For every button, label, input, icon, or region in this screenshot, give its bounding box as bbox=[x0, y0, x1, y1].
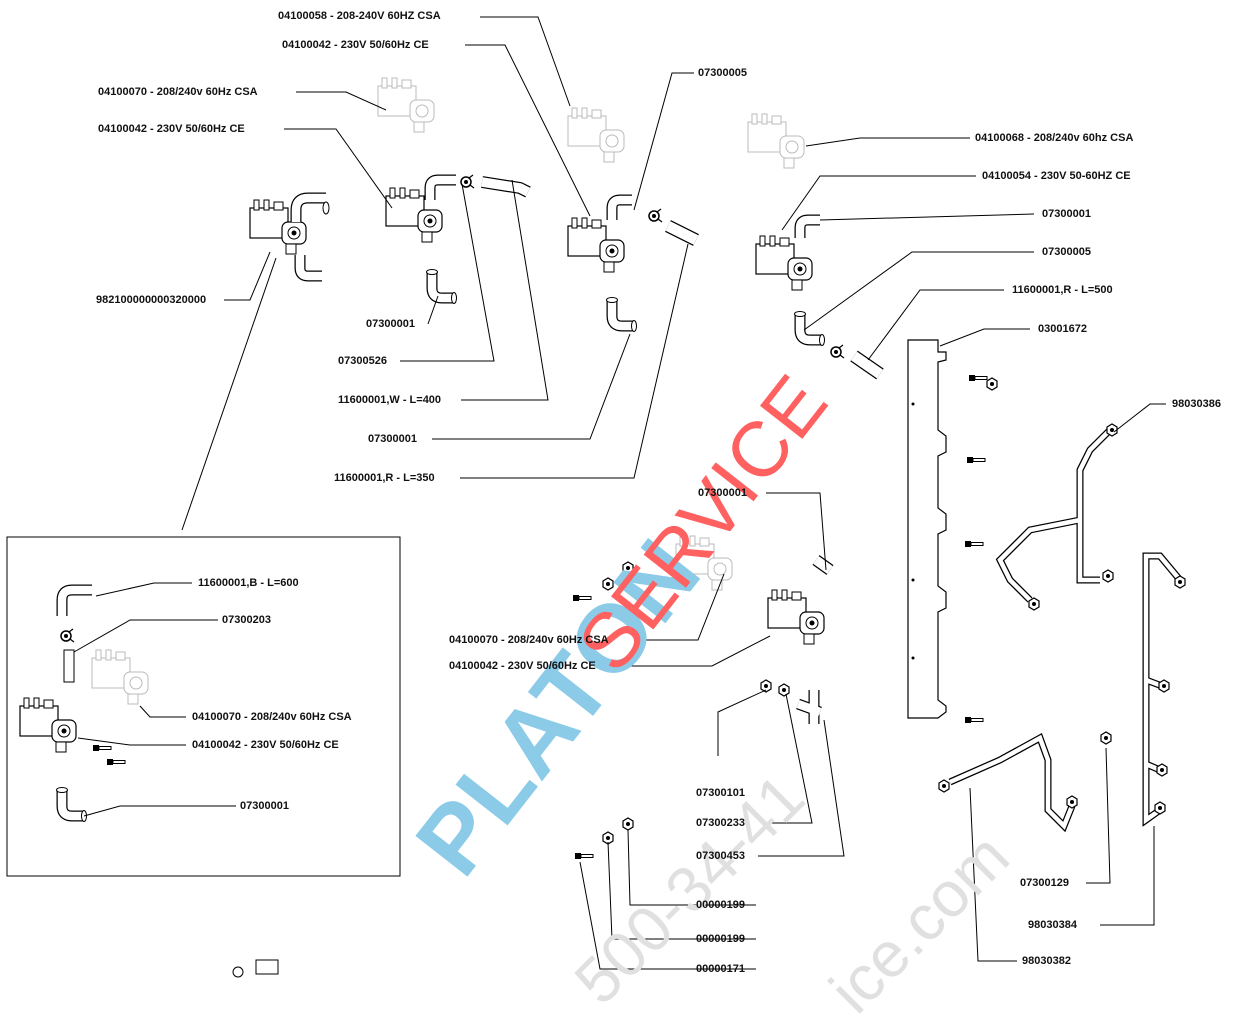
part-label: 98030384 bbox=[1028, 919, 1077, 931]
part-label: 07300001 bbox=[698, 487, 747, 499]
part-label: 07300129 bbox=[1020, 877, 1069, 889]
partial-part-bottom bbox=[232, 959, 279, 978]
part-label: 04100058 - 208-240V 60HZ CSA bbox=[278, 10, 441, 22]
tee-07300453 bbox=[796, 690, 822, 724]
part-label: 03001672 bbox=[1038, 323, 1087, 335]
hose-elbow-top bbox=[424, 174, 456, 200]
solenoid-valve-982 bbox=[249, 192, 330, 282]
part-label: 07300203 bbox=[222, 614, 271, 626]
part-label: 00000199 bbox=[696, 933, 745, 945]
part-label: 04100042 - 230V 50/60Hz CE bbox=[98, 123, 245, 135]
part-label: 11600001,R - L=500 bbox=[1012, 284, 1113, 296]
inset-parts bbox=[19, 584, 149, 822]
part-label: 11600001,W - L=400 bbox=[338, 394, 442, 406]
part-label: 982100000000320000 bbox=[96, 294, 207, 306]
part-label: 04100070 - 208/240v 60Hz CSA bbox=[449, 634, 609, 646]
part-label: 07300005 bbox=[1042, 246, 1091, 258]
part-label: 04100054 - 230V 50-60HZ CE bbox=[982, 170, 1131, 182]
leader-lines bbox=[73, 16, 1166, 970]
part-label: 07300101 bbox=[696, 787, 745, 799]
part-label: 07300001 bbox=[366, 318, 415, 330]
part-label: 11600001,B - L=600 bbox=[198, 577, 299, 589]
tube-98030382 bbox=[948, 732, 1076, 833]
inset-detail-box bbox=[6, 536, 401, 877]
part-label: 07300005 bbox=[698, 67, 747, 79]
part-label: 07300233 bbox=[696, 817, 745, 829]
elbow-07300001-right bbox=[794, 214, 820, 238]
part-label: 07300453 bbox=[696, 850, 745, 862]
hose-11600001-r-350 bbox=[665, 220, 699, 246]
part-label: 98030382 bbox=[1022, 955, 1071, 967]
part-label: 04100070 - 208/240v 60Hz CSA bbox=[98, 86, 258, 98]
part-label: 11600001,R - L=350 bbox=[334, 472, 435, 484]
part-label: 04100070 - 208/240v 60Hz CSA bbox=[192, 711, 352, 723]
tube-98030386 bbox=[995, 427, 1113, 603]
part-label: 07300001 bbox=[1042, 208, 1091, 220]
part-label: 04100068 - 208/240v 60hz CSA bbox=[975, 132, 1134, 144]
part-label: 04100042 - 230V 50/60Hz CE bbox=[192, 739, 339, 751]
tube-98030384 bbox=[1142, 552, 1183, 827]
part-label: 00000171 bbox=[696, 963, 745, 975]
part-label: 07300001 bbox=[368, 433, 417, 445]
bracket-03001672 bbox=[907, 339, 947, 719]
part-label: 98030386 bbox=[1172, 398, 1221, 410]
part-label: 04100042 - 230V 50/60Hz CE bbox=[282, 39, 429, 51]
elbow-07300005-a bbox=[606, 194, 632, 220]
part-label: 07300526 bbox=[338, 355, 387, 367]
exploded-parts-diagram bbox=[6, 16, 1186, 978]
hose-11600001-r-500 bbox=[850, 350, 884, 380]
part-label: 07300001 bbox=[240, 800, 289, 812]
part-label: 00000199 bbox=[696, 899, 745, 911]
elbow-07300001-center bbox=[812, 555, 834, 575]
hose-11600001-w bbox=[481, 176, 531, 198]
part-label: 04100042 - 230V 50/60Hz CE bbox=[449, 660, 596, 672]
